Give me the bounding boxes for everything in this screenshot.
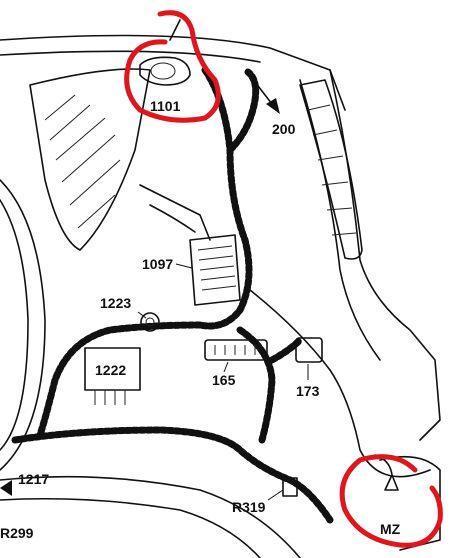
leader-1223	[137, 311, 147, 319]
label-200: 200	[272, 121, 296, 137]
connector-1101-stem	[169, 19, 181, 41]
tail-light-outline	[299, 79, 363, 260]
window-hatching	[44, 94, 121, 229]
label-1101: 1101	[150, 98, 181, 114]
connector-173-body	[295, 337, 323, 363]
label-165: 165	[212, 372, 236, 388]
belt-reel-ribs	[197, 245, 237, 291]
connector-165-pins	[214, 345, 256, 355]
wheel-arch-inner	[0, 199, 29, 451]
connector-165-body	[204, 339, 268, 361]
quarter-window	[29, 68, 151, 251]
window-outline	[29, 68, 151, 251]
roof-inner-line	[0, 50, 261, 63]
wheel-arch-outer	[0, 179, 46, 471]
label-MZ: MZ	[380, 521, 401, 537]
connector-R319-body	[282, 477, 298, 497]
rear-pillar-edge	[329, 69, 441, 441]
connector-1101-socket	[150, 62, 176, 80]
harness-upper-loop	[226, 68, 260, 154]
belt-reel-outer	[189, 234, 241, 306]
component-1097	[175, 234, 241, 306]
component-R319	[267, 477, 298, 501]
tail-light	[299, 79, 363, 260]
lower-body-line	[249, 289, 431, 478]
label-R319: R319	[232, 499, 266, 515]
leader-165	[223, 361, 229, 373]
tailgate-edge	[299, 79, 381, 361]
leader-R319	[267, 489, 284, 501]
component-165	[204, 339, 268, 373]
harness-right-branch	[236, 326, 276, 444]
connector-1223-body	[140, 312, 160, 332]
component-1223	[137, 311, 160, 332]
label-1097: 1097	[142, 256, 173, 272]
roof-line	[0, 34, 346, 111]
tail-light-ribs	[307, 104, 357, 236]
belt-strap	[139, 184, 211, 241]
connector-1223-pin	[145, 317, 155, 327]
module-1222-box	[84, 347, 141, 391]
harness-main-vertical	[196, 66, 253, 330]
highlight-circle-1101	[124, 10, 221, 123]
ground-mz-bolt	[384, 474, 399, 491]
harness-left-run	[36, 321, 204, 439]
label-1223: 1223	[100, 295, 131, 311]
wheel-well-lower-inner	[0, 497, 261, 558]
label-173: 173	[296, 383, 320, 399]
arrow-200	[254, 81, 280, 114]
arrow-1217	[0, 480, 12, 496]
arrow-200-head	[266, 98, 280, 114]
harness-to-173	[268, 336, 304, 364]
connector-1101-body	[139, 56, 191, 86]
label-R299: R299	[0, 525, 34, 541]
component-1222	[84, 347, 141, 405]
connector-1101	[139, 19, 191, 86]
leader-1097	[175, 263, 193, 269]
module-1222-pins	[94, 390, 126, 405]
wheel-well-lower	[0, 475, 301, 558]
label-1222: 1222	[95, 362, 126, 378]
belt-strap-2	[149, 204, 196, 233]
seat-belt	[139, 184, 211, 241]
label-1217: 1217	[18, 471, 49, 487]
highlight-circle-mz	[339, 454, 443, 548]
arrow-1217-head	[0, 480, 12, 496]
harness-bottom-run	[11, 426, 334, 524]
arrow-200-shaft	[254, 81, 273, 105]
component-173	[295, 337, 323, 380]
wiring-harness	[11, 66, 334, 524]
